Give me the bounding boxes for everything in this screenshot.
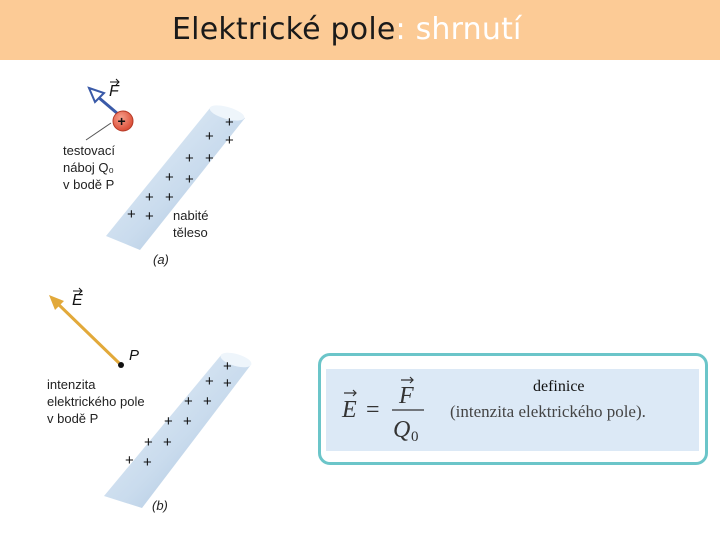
charge-plus: +: [185, 150, 194, 167]
formula-lhs: E: [341, 397, 357, 423]
vector-arrow-icon: [110, 78, 120, 86]
title-main: Elektrické pole: [172, 12, 396, 47]
charge-plus: +: [163, 434, 172, 451]
formula-equals: =: [366, 397, 380, 423]
caption-a: (a): [153, 252, 169, 267]
charge-plus: +: [225, 132, 234, 149]
rod-top-a: [209, 105, 245, 121]
field-arrow-head: [49, 295, 64, 310]
field-label-text: intenzita elektrického pole v bodě P: [47, 377, 145, 426]
point-p-label: P: [129, 347, 139, 364]
test-charge: [112, 110, 134, 132]
charge-plus: +: [144, 434, 153, 451]
vector-arrow-icon: [401, 376, 414, 384]
label-line: těleso: [173, 225, 208, 240]
charge-plus: +: [205, 128, 214, 145]
vector-arrow-icon: [73, 287, 83, 295]
test-charge-label: testovací náboj Q₀ v bodě P: [63, 143, 115, 192]
definition-panel: [326, 369, 699, 451]
definition-formula: E = F Q 0 (intenzita elektrického pole).: [341, 376, 646, 445]
charge-plus: +: [143, 454, 152, 471]
figure-a: + + + + + + + + + + + F + testovací nábo…: [63, 78, 245, 267]
formula-numerator: F: [398, 383, 414, 409]
definition-label: definice: [533, 378, 585, 395]
body-label: nabité těleso: [173, 208, 208, 240]
charge-plus: +: [125, 452, 134, 469]
rod-charges-a: + + + + + + + + + + +: [127, 114, 234, 225]
charge-plus: +: [183, 413, 192, 430]
charge-plus: +: [205, 373, 214, 390]
force-arrow-head: [87, 86, 106, 104]
label-line: elektrického pole: [47, 394, 145, 409]
charge-plus: +: [184, 393, 193, 410]
charge-plus: +: [164, 413, 173, 430]
charged-rod-a: [106, 108, 245, 250]
charge-plus: +: [185, 171, 194, 188]
leader-line: [85, 122, 112, 141]
charge-plus: +: [205, 150, 214, 167]
label-line: intenzita: [47, 377, 96, 392]
caption-b: (b): [152, 498, 168, 513]
charge-plus: +: [203, 393, 212, 410]
charge-plus: +: [127, 206, 136, 223]
charge-plus: +: [223, 358, 232, 375]
point-p: [118, 362, 124, 368]
rod-top-b: [220, 352, 252, 368]
force-label: F: [109, 83, 120, 100]
test-charge-sign: +: [118, 113, 126, 129]
field-label: E: [72, 292, 83, 309]
field-arrow-shaft: [54, 300, 121, 365]
rod-charges-b: + + + + + + + + + + +: [125, 358, 232, 471]
charge-plus: +: [223, 375, 232, 392]
electric-field-figures: + + + + + + + + + + + F + testovací nábo…: [47, 78, 252, 513]
page-title: Elektrické pole: shrnutí: [172, 12, 522, 47]
formula-denominator-sub: 0: [411, 429, 419, 445]
label-line: náboj Q₀: [63, 160, 114, 175]
figure-b: + + + + + + + + + + + E P intenzita elek…: [47, 287, 252, 513]
charge-plus: +: [225, 114, 234, 131]
label-line: nabité: [173, 208, 208, 223]
charge-plus: +: [145, 208, 154, 225]
title-accent: shrnutí: [405, 12, 522, 47]
label-line: v bodě P: [63, 177, 114, 192]
formula-note: (intenzita elektrického pole).: [450, 402, 646, 421]
title-separator: :: [395, 12, 406, 47]
force-arrow-shaft: [97, 95, 119, 116]
charge-plus: +: [145, 189, 154, 206]
label-line: testovací: [63, 143, 115, 158]
label-line: v bodě P: [47, 411, 98, 426]
formula-denominator: Q: [393, 417, 410, 443]
charged-rod-b: [104, 354, 250, 508]
title-bar: Elektrické pole: shrnutí: [0, 0, 720, 60]
charge-plus: +: [165, 189, 174, 206]
vector-arrow-icon: [344, 389, 357, 397]
charge-plus: +: [165, 169, 174, 186]
